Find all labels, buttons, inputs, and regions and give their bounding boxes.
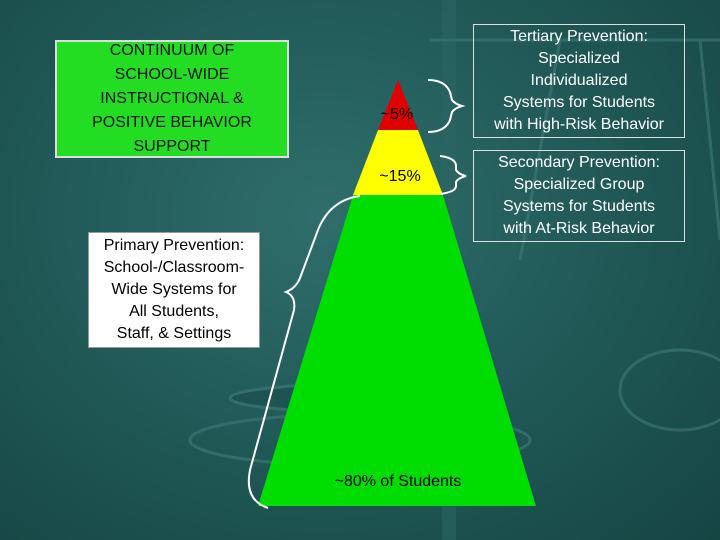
pyramid-tier-primary bbox=[258, 195, 536, 506]
secondary-prevention-label: Secondary Prevention: Specialized Group … bbox=[473, 150, 685, 242]
primary-prevention-label: Primary Prevention: School-/Classroom- W… bbox=[88, 232, 260, 348]
brace-secondary bbox=[439, 155, 467, 195]
tertiary-percent: ~5% bbox=[380, 106, 414, 123]
continuum-title-box: CONTINUUM OF SCHOOL-WIDE INSTRUCTIONAL &… bbox=[55, 40, 289, 158]
brace-tertiary bbox=[427, 79, 466, 133]
tertiary-prevention-label: Tertiary Prevention: Specialized Individ… bbox=[473, 24, 685, 138]
pyramid-tier-tertiary bbox=[378, 80, 418, 130]
secondary-percent: ~15% bbox=[379, 168, 421, 185]
primary-percent: ~80% of Students bbox=[334, 473, 462, 490]
brace-primary bbox=[247, 195, 361, 509]
pyramid-tier-secondary bbox=[353, 130, 443, 195]
